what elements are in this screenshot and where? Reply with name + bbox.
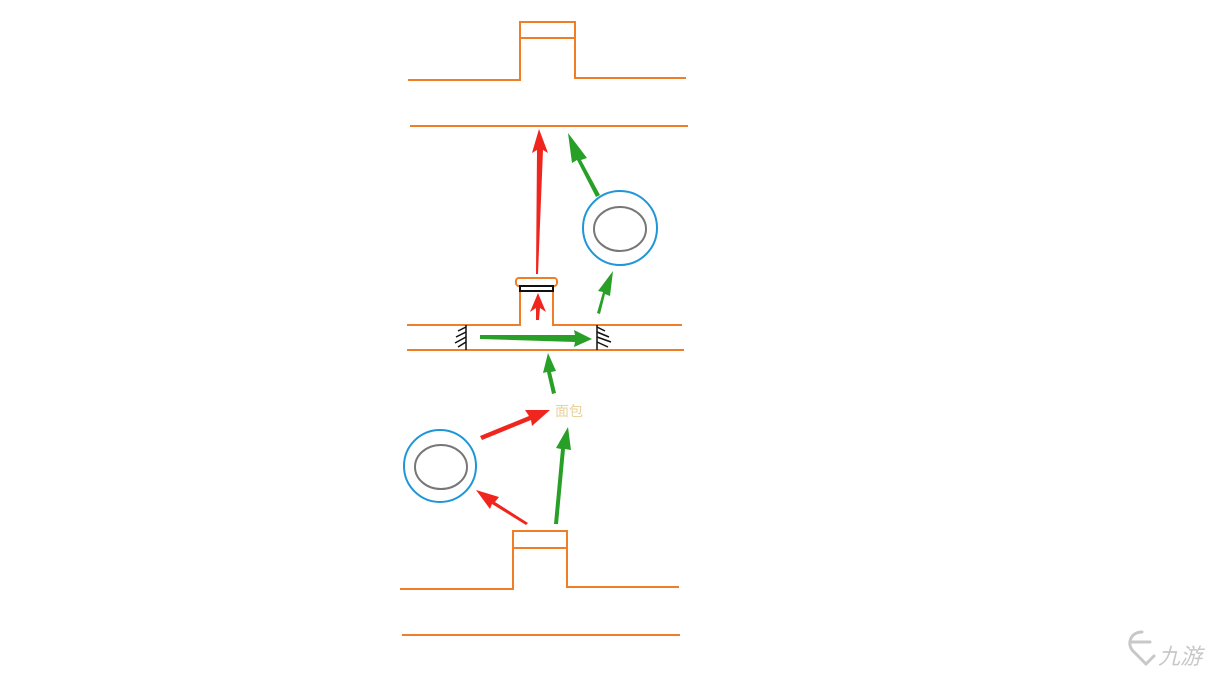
watermark: 九游 xyxy=(1128,630,1206,670)
bottom-platform-upper-edge xyxy=(400,530,679,590)
switch-button-base xyxy=(519,285,554,292)
green-arrow-spring-to-ring xyxy=(597,271,613,314)
middle-platform-upper-edge xyxy=(407,290,682,326)
green-arrow-horizontal xyxy=(480,330,592,347)
top-platform xyxy=(408,21,688,127)
nine-game-logo-icon xyxy=(1128,630,1156,666)
watermark-text: 九游 xyxy=(1158,645,1206,670)
upper-ring-icon xyxy=(582,190,658,266)
red-arrow-long xyxy=(532,129,548,274)
switch-button xyxy=(515,277,558,292)
bread-label: 面包 xyxy=(555,404,583,420)
green-arrow-ring-to-top xyxy=(568,133,600,197)
left-spring-icon xyxy=(454,325,467,350)
red-arrow-to-bread xyxy=(480,410,550,440)
green-arrow-bottom-to-bread xyxy=(554,427,571,524)
bottom-platform xyxy=(400,530,680,636)
green-arrow-bread-to-middle xyxy=(543,353,556,394)
top-platform-upper-edge xyxy=(408,21,686,81)
lower-ring-icon xyxy=(403,429,477,503)
arrows xyxy=(476,129,613,525)
red-arrow-button xyxy=(530,293,546,320)
switch-button-cap xyxy=(515,277,558,287)
right-spring-icon xyxy=(596,325,612,350)
middle-platform xyxy=(407,290,684,351)
red-arrow-to-ring xyxy=(476,490,528,525)
